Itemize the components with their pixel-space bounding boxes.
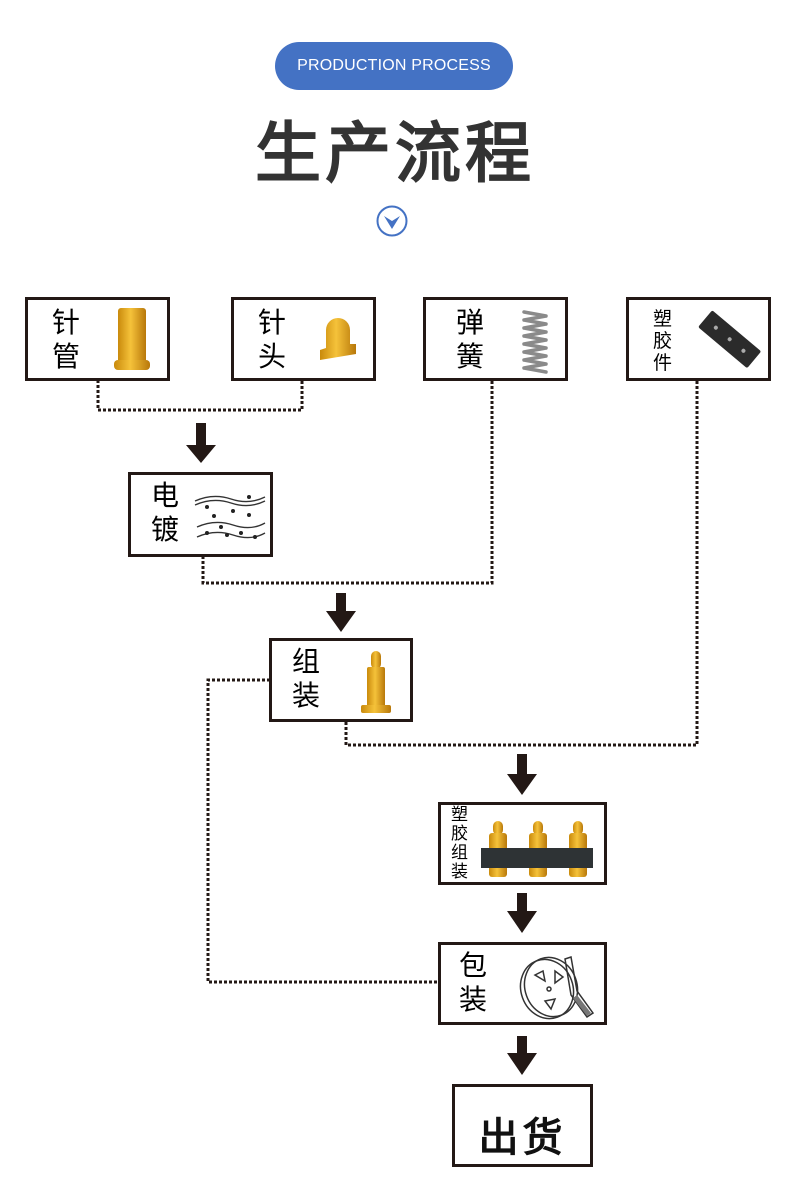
needle-tube-icon	[114, 308, 150, 370]
arrow-to-shipping	[507, 1036, 537, 1075]
step-label: 装	[292, 679, 321, 712]
step-label: 件	[653, 352, 673, 374]
step-label: 组	[292, 645, 321, 678]
connector-assembly-packaging	[206, 678, 439, 984]
step-plastic-part: 塑 胶 件	[626, 297, 771, 381]
arrow-to-packaging	[507, 893, 537, 933]
arrow-to-assembly	[326, 593, 356, 632]
step-label: 包	[459, 949, 488, 982]
step-label: 电	[151, 479, 180, 512]
step-assembly: 组 装	[269, 638, 413, 722]
connector-plating-spring	[201, 380, 494, 585]
connector-assembly-plastic	[344, 380, 699, 747]
step-label: 装	[451, 862, 468, 882]
step-label: 胶	[451, 824, 468, 844]
chevron-down-circle-icon[interactable]	[376, 205, 408, 237]
step-spring: 弹 簧	[423, 297, 568, 381]
step-label: 针	[258, 306, 287, 339]
step-label: 头	[258, 340, 287, 373]
step-label: 装	[459, 983, 488, 1016]
shipping-label: 出货	[478, 1115, 567, 1161]
step-label: 组	[451, 843, 468, 863]
step-label: 塑	[451, 805, 468, 825]
arrow-to-plating	[186, 423, 216, 463]
step-label: 弹	[456, 306, 485, 339]
pin-header-icon	[481, 821, 593, 877]
step-label: 管	[52, 340, 81, 373]
step-needle-tube: 针 管	[25, 297, 170, 381]
spring-icon	[522, 310, 548, 374]
pogo-pin-icon	[361, 651, 391, 713]
page-title: 生产流程	[255, 115, 535, 192]
connector-tube-head	[96, 380, 304, 412]
step-label: 胶	[653, 330, 673, 352]
tape-reel-icon	[519, 956, 595, 1020]
step-label: 镀	[151, 513, 180, 546]
needle-head-icon	[320, 318, 356, 360]
step-needle-head: 针 头	[231, 297, 376, 381]
step-label: 簧	[456, 340, 485, 373]
plastic-part-icon	[698, 311, 761, 368]
arrow-to-plastic-assembly	[507, 754, 537, 795]
step-packaging: 包 装	[438, 942, 607, 1025]
step-label: 塑	[653, 308, 673, 330]
step-shipping: 出货	[452, 1084, 593, 1167]
step-plating: 电 镀	[128, 472, 273, 557]
step-label: 针	[52, 306, 81, 339]
production-process-badge: PRODUCTION PROCESS	[275, 42, 513, 90]
plating-waves-icon	[194, 495, 266, 539]
step-plastic-assembly: 塑 胶 组 装	[438, 802, 607, 885]
